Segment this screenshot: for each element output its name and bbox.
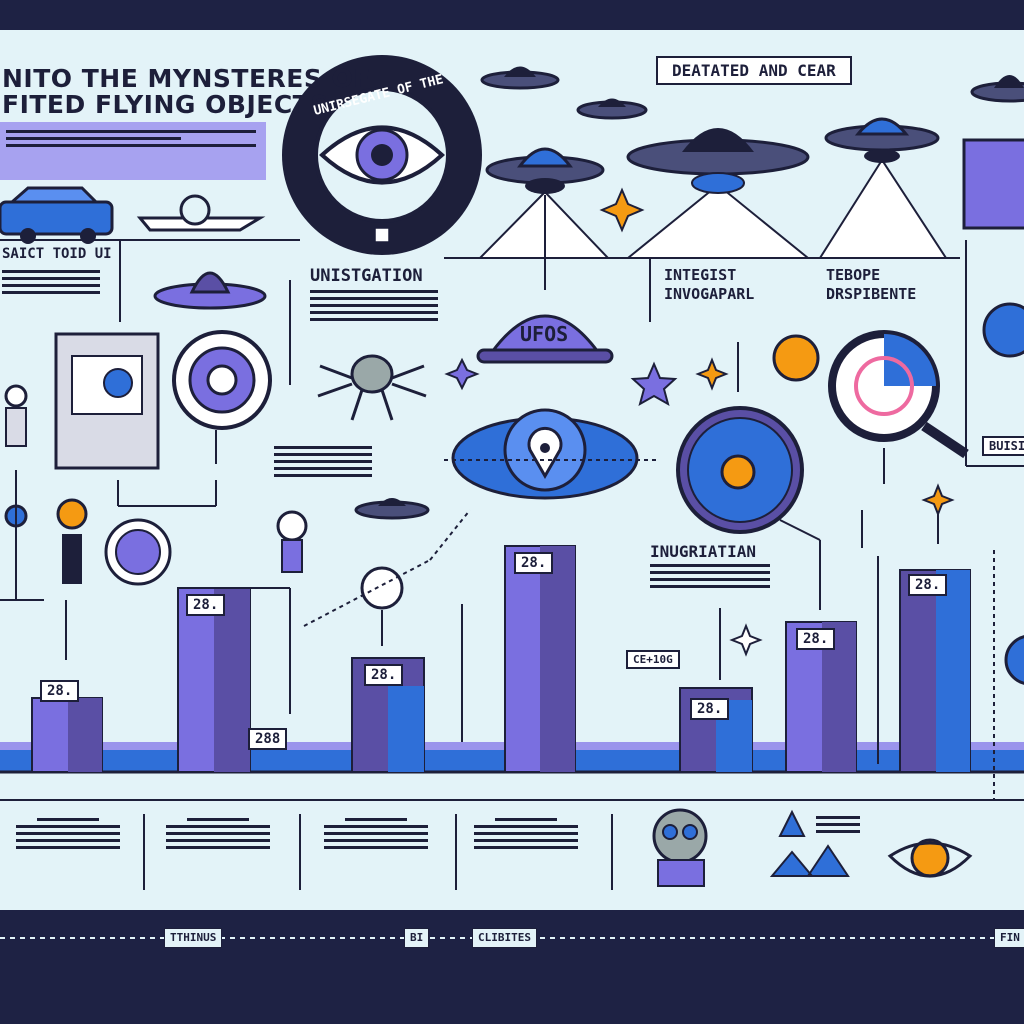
heading-ufos: UFOS: [520, 322, 569, 346]
ufos-dome: [476, 314, 614, 364]
eye-icon: [319, 125, 445, 185]
bar-label-1: 28.: [40, 680, 80, 702]
side-label: BUISI: [982, 436, 1024, 456]
text-block-4: [474, 818, 578, 853]
top-label: DEATATED AND CEAR: [656, 56, 852, 85]
footer-step-1: TTHINUS: [164, 928, 223, 948]
bar-2-side: [214, 588, 250, 772]
bar-label-3: 288: [248, 728, 288, 750]
bar-label-8: 28.: [908, 574, 948, 596]
sparkle-icon: [729, 623, 763, 657]
car-caption-lines: [2, 270, 100, 298]
triangle-icon: [778, 809, 806, 837]
sparkle-icon: [921, 483, 955, 517]
text-block-5: [816, 816, 860, 837]
alien-head-icon: [652, 808, 708, 887]
text-block-1: [16, 818, 120, 853]
medal-inner: [115, 529, 161, 575]
magnifier-icon: [828, 330, 969, 459]
person-icon: [56, 498, 88, 584]
orbit-icon: [360, 566, 404, 610]
ufo-icon: [625, 128, 811, 259]
sparkle-icon: [599, 187, 645, 233]
side-card: [962, 138, 1024, 230]
person-icon: [4, 384, 28, 447]
car-icon: [0, 186, 114, 244]
range-label: CE+10G: [626, 650, 680, 669]
badge-doc-icon: [374, 227, 390, 243]
plane-icon: [136, 194, 266, 232]
investigate-badge: [282, 55, 482, 255]
bar-label-4: 28.: [364, 664, 404, 686]
bar-label-7: 28.: [796, 628, 836, 650]
ufo-icon: [480, 66, 560, 90]
heading-theory: TEBOPE DRSPIBENTE: [826, 266, 917, 303]
heading-inauguration: INUGRIATIAN: [650, 542, 756, 561]
ufo-icon: [354, 498, 430, 520]
side-disc: [1004, 635, 1024, 685]
radar-icon: [676, 406, 804, 534]
text-block-3: [324, 818, 428, 853]
bar-3-side: [388, 686, 424, 772]
robot-icon: [276, 510, 308, 542]
bar-label-6: 28.: [690, 698, 730, 720]
inauguration-lines: [650, 564, 770, 592]
target-icon: [172, 330, 272, 430]
ufo-icon: [970, 75, 1024, 103]
map-pin-icon: [451, 408, 639, 500]
alien-icon: [317, 354, 427, 421]
mountain-icon: [769, 844, 850, 877]
page-title-line-1: NITO THE MYNSTERES OF: [2, 64, 371, 93]
bar-label-2: 28.: [186, 594, 226, 616]
text-block-2: [166, 818, 270, 853]
bar-label-5: 28.: [514, 552, 554, 574]
sun-icon: [772, 334, 820, 382]
star-icon: [630, 361, 678, 407]
bars: [31, 545, 971, 773]
eye-bottom-lid: [887, 841, 973, 878]
page-title-line-2: FITED FLYING OBJECTS: [2, 90, 329, 119]
title-banner-lines: [6, 130, 256, 151]
sparkle-icon: [695, 357, 729, 391]
ufo-icon: [818, 117, 948, 259]
document-icon: [54, 332, 160, 470]
ufo-icon: [153, 271, 267, 310]
footer-step-end: FIN: [994, 928, 1024, 948]
bar-4-side: [540, 546, 575, 772]
heading-investigation: UNISTGATION: [310, 266, 423, 286]
globe-icon: [982, 302, 1024, 358]
car-caption: SAICT TOID UI: [2, 246, 112, 262]
bar-7-side: [936, 570, 970, 772]
robot-body: [281, 539, 303, 573]
center-lines: [274, 446, 372, 481]
footer-step-2: BI: [404, 928, 430, 948]
ufo-icon: [576, 98, 648, 120]
heading-infographic: INTEGIST INVOGAPARL: [664, 266, 755, 303]
footer-step-3: CLIBITES: [472, 928, 537, 948]
star-icon: [444, 357, 480, 391]
investigation-lines: [310, 290, 438, 325]
bar-1-side: [68, 698, 102, 772]
